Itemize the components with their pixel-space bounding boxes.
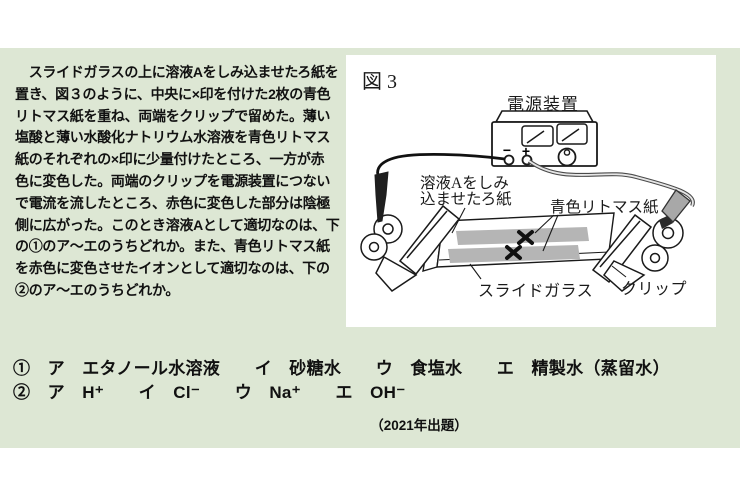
- minus-terminal-label: −: [503, 142, 511, 158]
- choice-line-2: ② ア H⁺ イ Cl⁻ ウ Na⁺ エ OH⁻: [13, 383, 406, 402]
- minus-terminal: [503, 154, 515, 166]
- left-alligator-clip: [374, 171, 389, 223]
- clip-label: クリップ: [621, 281, 688, 298]
- leader-lines: [451, 207, 627, 280]
- source-note: （2021年出題）: [370, 418, 468, 433]
- power-supply-label: 電源装置: [507, 95, 579, 114]
- right-alligator-clip: [661, 189, 691, 223]
- x-mark-top: [517, 230, 534, 245]
- filter-paper-label: 溶液Aをしみ 込ませたろ紙: [420, 175, 512, 208]
- x-mark-bottom: [505, 245, 522, 260]
- black-wire: [374, 153, 506, 223]
- figure-title: 図 3: [362, 71, 397, 93]
- left-clip: [360, 204, 461, 292]
- question-text: スライドガラスの上に溶液Aをしみ込ませたろ紙を 置き、図３のように、中央に×印を…: [15, 64, 340, 298]
- power-supply: − +: [491, 110, 598, 167]
- litmus-strips: [448, 227, 589, 263]
- figure-box: − +: [346, 55, 716, 327]
- knob: [557, 147, 577, 167]
- litmus-paper-label: 青色リトマス紙: [550, 199, 659, 216]
- choice-line-1: ① ア エタノール水溶液 イ 砂糖水 ウ 食塩水 エ 精製水（蒸留水）: [13, 359, 670, 378]
- plus-terminal-label: +: [522, 143, 530, 159]
- gray-wire: [527, 159, 695, 229]
- slide-glass-label: スライドガラス: [478, 283, 594, 300]
- question-panel: スライドガラスの上に溶液Aをしみ込ませたろ紙を 置き、図３のように、中央に×印を…: [0, 48, 740, 448]
- experiment-diagram: − +: [360, 110, 695, 292]
